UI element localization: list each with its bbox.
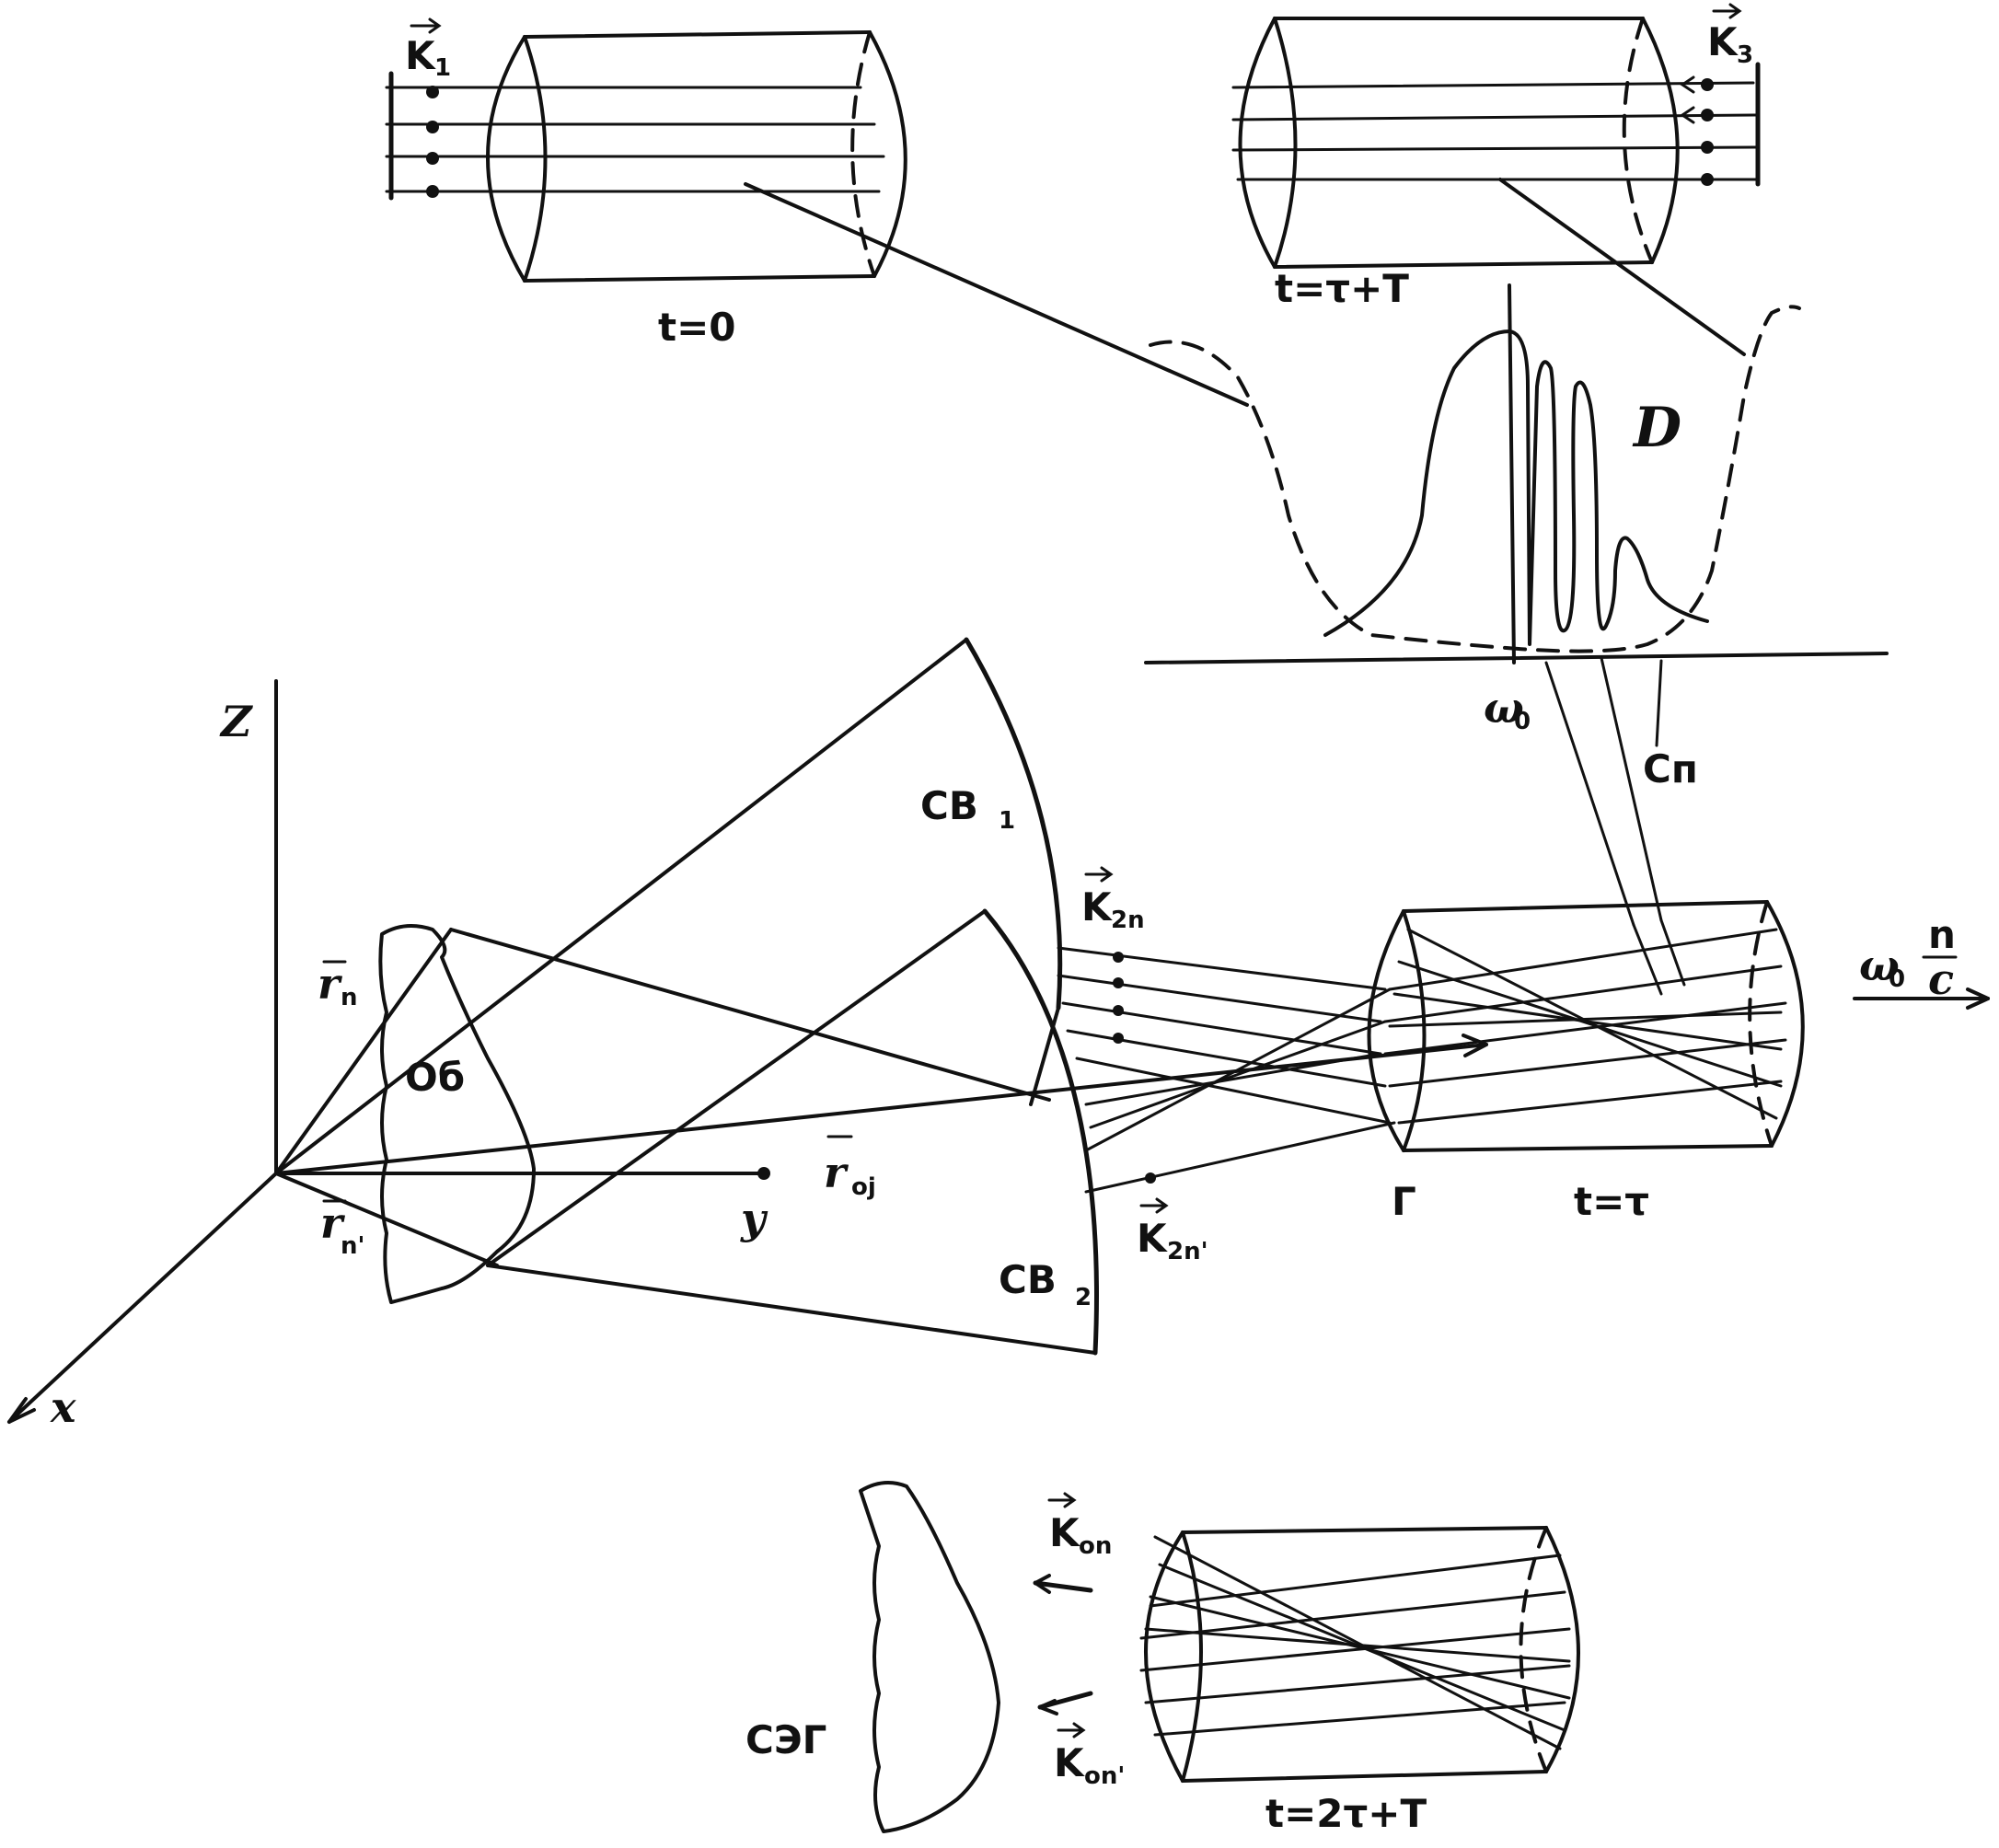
spherical-wave-cb1: CB 1 (274, 637, 1063, 1175)
output-direction-arrow: ω 0 n c (1853, 912, 1990, 1010)
r-oj-label: r oj (824, 1135, 876, 1201)
cb2-letters: CB (999, 1257, 1057, 1302)
svg-text:2n: 2n (1111, 907, 1145, 934)
radius-vector-r-oj (274, 1043, 1488, 1175)
svg-text:K: K (1081, 884, 1113, 930)
cb2-subscript: 2 (1075, 1284, 1092, 1311)
spectrum-label-D: D (1632, 396, 1681, 460)
radius-vector-r-nprime (274, 1172, 499, 1267)
spherical-wave-cb2: CB 2 (486, 908, 1099, 1356)
svg-text:n': n' (341, 1232, 364, 1260)
svg-text:r: r (320, 1198, 346, 1248)
time-label-t-2tau-T: t=2τ+T (1265, 1791, 1427, 1836)
r-nprime-label: r n' (320, 1198, 364, 1260)
x-axis (7, 1172, 278, 1424)
link-line-right-spectrum (1498, 178, 1746, 356)
object-label-ob: Об (405, 1055, 465, 1100)
k1-letter: K (405, 33, 436, 78)
svg-text:n: n (1928, 912, 1956, 957)
svg-text:r: r (824, 1148, 849, 1197)
beams-k2n (1057, 946, 1396, 1194)
svg-text:n: n (341, 984, 358, 1011)
crystal-cylinder-t-tau (1367, 900, 1805, 1152)
omega0-marker-line (1508, 283, 1516, 664)
object-ob: Об (378, 924, 536, 1304)
k1-subscript: 1 (434, 54, 451, 82)
crystal-cylinder-t0 (385, 30, 907, 283)
frequency-axis (1144, 652, 1889, 664)
k2nprime-label: K 2n' (1137, 1197, 1208, 1265)
crystal-cylinder-t-tau-T (1231, 17, 1761, 269)
svg-text:ω: ω (1859, 941, 1900, 990)
omega0-subscript: 0 (1514, 708, 1531, 735)
omega0-symbol: ω (1484, 683, 1524, 733)
svg-text:r: r (318, 959, 343, 1009)
x-axis-label: x (50, 1382, 76, 1432)
coordinate-axes: Z x y (7, 679, 770, 1432)
wave-vector-k3-label: K 3 (1707, 3, 1753, 69)
spectral-line-solid (1323, 329, 1709, 646)
k3-letter: K (1707, 19, 1739, 64)
crystal-cylinder-t-2tau-T (1139, 1526, 1580, 1783)
svg-text:c: c (1928, 954, 1954, 1004)
z-axis-label: Z (219, 697, 253, 746)
svg-text:K: K (1137, 1216, 1168, 1261)
time-label-t0: t=0 (658, 305, 736, 350)
cb1-subscript: 1 (999, 807, 1015, 835)
probe-pointer (1655, 659, 1663, 747)
probe-label-sp: Cп (1643, 746, 1698, 791)
seg-label: СЭГ (745, 1717, 826, 1762)
svg-text:on: on (1079, 1532, 1112, 1560)
spectral-envelope-dashed (1149, 305, 1801, 653)
svg-text:0: 0 (1889, 965, 1905, 993)
svg-text:K: K (1054, 1740, 1085, 1785)
k2n-label: K 2n (1081, 866, 1145, 934)
peak-link-2 (1600, 656, 1663, 922)
spectrum-plot-D: D ω 0 Cп (1144, 283, 1889, 791)
peak-link-1 (1544, 661, 1635, 927)
ko-nprime-label: K on' (1037, 1691, 1125, 1790)
cb1-letters: CB (920, 783, 978, 828)
svg-text:on': on' (1084, 1762, 1125, 1790)
conjugate-image-seg: СЭГ (745, 1481, 1000, 1833)
svg-text:oj: oj (851, 1173, 876, 1201)
k3-subscript: 3 (1737, 41, 1753, 69)
ko-n-label: K on (1033, 1492, 1112, 1594)
gamma-label: Г (1392, 1179, 1416, 1224)
time-label-t-tau-T: t=τ+T (1275, 266, 1409, 311)
y-axis-label: y (740, 1194, 768, 1243)
r-n-label: r n (318, 959, 358, 1011)
radius-vector-r-n (274, 928, 453, 1175)
time-label-t-tau: t=τ (1574, 1179, 1649, 1224)
link-line-left-spectrum (744, 182, 1249, 407)
wave-vector-k1-label: K 1 (405, 17, 451, 82)
svg-text:2n': 2n' (1167, 1238, 1208, 1265)
svg-text:K: K (1049, 1510, 1080, 1555)
